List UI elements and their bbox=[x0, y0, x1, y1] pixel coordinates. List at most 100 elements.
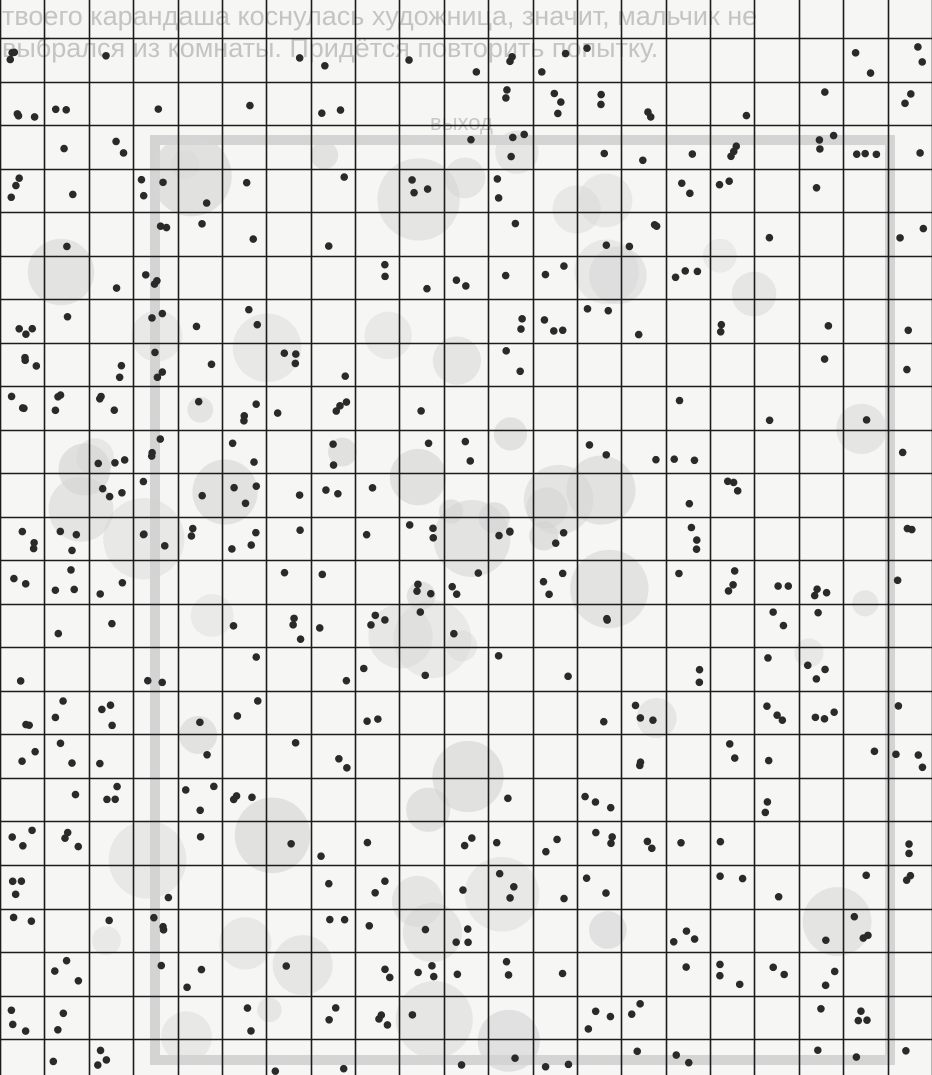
dot bbox=[462, 282, 470, 290]
dot bbox=[337, 106, 345, 114]
dot bbox=[812, 714, 820, 722]
dot bbox=[473, 68, 481, 76]
dot bbox=[365, 922, 373, 930]
dot bbox=[901, 100, 909, 108]
dot bbox=[252, 482, 260, 490]
dot bbox=[343, 398, 351, 406]
dot bbox=[61, 834, 69, 842]
dot bbox=[822, 936, 830, 944]
dot bbox=[716, 961, 724, 969]
dot bbox=[234, 712, 242, 720]
dot bbox=[60, 145, 68, 153]
dot bbox=[116, 373, 124, 381]
dot bbox=[68, 547, 76, 555]
dot bbox=[363, 531, 371, 539]
dot bbox=[52, 407, 60, 415]
dot bbox=[592, 829, 600, 837]
dot bbox=[903, 876, 911, 884]
dot bbox=[604, 307, 612, 315]
faded-flower-shape bbox=[803, 887, 872, 956]
dot bbox=[332, 1004, 340, 1012]
dot bbox=[730, 148, 738, 156]
dot bbox=[18, 877, 26, 885]
dot bbox=[764, 798, 772, 806]
dot bbox=[281, 349, 289, 357]
dot bbox=[873, 151, 881, 159]
dot bbox=[916, 149, 924, 157]
dot bbox=[506, 58, 514, 66]
dot bbox=[103, 796, 111, 804]
dot bbox=[817, 1005, 825, 1013]
dot bbox=[905, 850, 913, 858]
faded-flower-shape bbox=[191, 594, 234, 637]
dot bbox=[769, 608, 777, 616]
dot bbox=[892, 751, 900, 759]
dot bbox=[560, 529, 568, 537]
dot bbox=[903, 366, 911, 374]
dot bbox=[203, 199, 211, 207]
dot bbox=[28, 917, 36, 925]
dot bbox=[72, 791, 80, 799]
dot bbox=[560, 262, 568, 270]
dot bbox=[292, 350, 300, 358]
dot bbox=[506, 894, 514, 902]
faded-flower-shape bbox=[28, 239, 94, 305]
dot bbox=[462, 438, 470, 446]
dot bbox=[316, 624, 324, 632]
dot bbox=[193, 323, 201, 331]
dot bbox=[686, 500, 694, 508]
faded-flower-shape bbox=[495, 130, 538, 173]
dot bbox=[509, 134, 517, 142]
dot bbox=[734, 487, 742, 495]
dot bbox=[142, 271, 150, 279]
dot bbox=[19, 842, 27, 850]
dot bbox=[538, 68, 546, 76]
dot bbox=[151, 280, 159, 288]
dot bbox=[245, 306, 253, 314]
dot bbox=[9, 1021, 17, 1029]
dot bbox=[553, 836, 561, 844]
dot bbox=[292, 739, 300, 747]
dot bbox=[52, 105, 60, 113]
dot bbox=[894, 577, 902, 585]
dot bbox=[15, 174, 23, 182]
dot bbox=[736, 981, 744, 989]
dot bbox=[254, 697, 262, 705]
dot bbox=[138, 176, 146, 184]
dot bbox=[608, 833, 616, 841]
dot bbox=[247, 541, 255, 549]
dot bbox=[597, 91, 605, 99]
dot bbox=[583, 44, 591, 52]
dot bbox=[52, 714, 60, 722]
dot bbox=[408, 176, 416, 184]
dot bbox=[334, 490, 342, 498]
dot bbox=[18, 757, 26, 765]
dot bbox=[639, 157, 647, 165]
dot bbox=[57, 740, 65, 748]
dot bbox=[73, 531, 81, 539]
dot bbox=[424, 185, 432, 193]
dot bbox=[559, 326, 567, 334]
dot bbox=[140, 478, 148, 486]
dot bbox=[31, 748, 39, 756]
dot bbox=[895, 702, 903, 710]
dot bbox=[195, 398, 203, 406]
dot bbox=[716, 972, 724, 980]
dot bbox=[121, 456, 129, 464]
dot bbox=[677, 839, 685, 847]
dot bbox=[503, 958, 511, 966]
dot bbox=[381, 261, 389, 269]
dot bbox=[765, 757, 773, 765]
dot bbox=[550, 327, 558, 335]
dot bbox=[110, 406, 118, 414]
dot bbox=[242, 500, 250, 508]
dot bbox=[493, 839, 501, 847]
dot bbox=[454, 970, 462, 978]
dot bbox=[9, 878, 17, 886]
dot bbox=[197, 833, 205, 841]
dot bbox=[672, 1051, 680, 1059]
dot bbox=[111, 459, 119, 467]
dot bbox=[363, 717, 371, 725]
dot bbox=[649, 716, 657, 724]
